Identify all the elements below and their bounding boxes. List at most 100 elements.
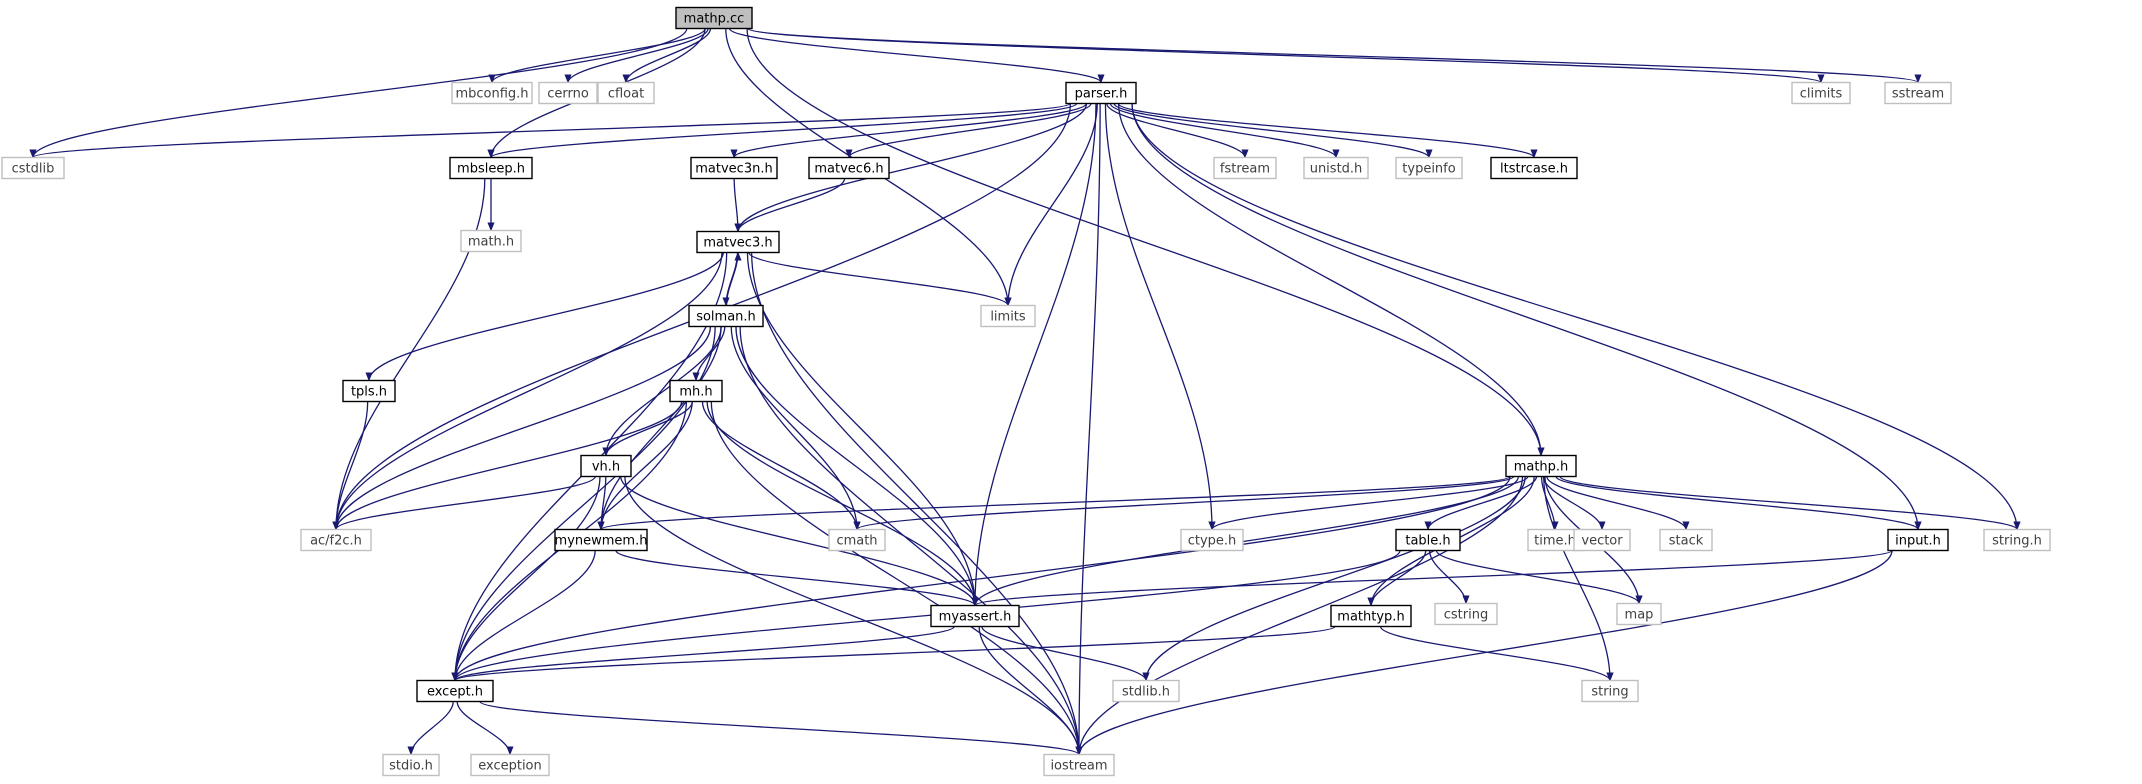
- edge-parser-h-to-mbsleep-h: [487, 102, 1078, 159]
- edge-vh-h-to-myassert-h: [620, 476, 979, 607]
- edge-myassert-h-to-iostream: [978, 626, 1083, 756]
- node-label: cerrno: [547, 87, 589, 102]
- node-tpls-h[interactable]: tpls.h: [342, 379, 396, 403]
- edge-mathp-h-to-cmath: [853, 475, 1515, 531]
- node-label: ac/f2c.h: [310, 534, 362, 549]
- node-matvec3-h[interactable]: matvec3.h: [696, 230, 780, 254]
- node-box: [300, 528, 372, 552]
- node-box: [460, 229, 522, 253]
- node-vh-h[interactable]: vh.h: [580, 454, 632, 478]
- node-box: [688, 304, 764, 328]
- node-vector: vector: [1573, 528, 1631, 552]
- node-box: [554, 528, 648, 552]
- node-ac-f2c-h: ac/f2c.h: [300, 528, 372, 552]
- edges-layer: [29, 27, 2021, 756]
- node-label: time.h: [1534, 534, 1576, 549]
- node-label: input.h: [1895, 534, 1941, 549]
- node-except-h[interactable]: except.h: [416, 679, 494, 703]
- node-matvec3n-h[interactable]: matvec3n.h: [690, 156, 778, 180]
- edge-mynewmem-h-to-myassert-h: [615, 549, 979, 607]
- edge-parser-h-to-string-h: [1131, 103, 2021, 531]
- node-box: [382, 753, 440, 777]
- node-time-h: time.h: [1527, 528, 1583, 552]
- edge-mathp-h-to-stdlib-h: [1142, 476, 1526, 682]
- edge-matvec3-h-to-iostream: [750, 252, 1083, 756]
- node-label: cfloat: [608, 87, 644, 102]
- edge-solman-h-to-myassert-h: [735, 326, 979, 607]
- node-mh-h[interactable]: mh.h: [669, 379, 723, 403]
- edge-mh-h-to-ac-f2c-h: [332, 401, 683, 531]
- node-box: [342, 379, 396, 403]
- node-math-h: math.h: [460, 229, 522, 253]
- node-label: limits: [990, 310, 1026, 325]
- node-label: exception: [478, 759, 542, 774]
- node-typeinfo: typeinfo: [1395, 156, 1463, 180]
- node-box: [580, 454, 632, 478]
- node-solman-h[interactable]: solman.h: [688, 304, 764, 328]
- node-label: fstream: [1220, 162, 1270, 177]
- node-box: [1213, 156, 1277, 180]
- edge-except-h-to-exception: [456, 701, 514, 756]
- node-label: string.h: [1992, 534, 2042, 549]
- node-ctype-h: ctype.h: [1180, 528, 1244, 552]
- node-parser-h[interactable]: parser.h: [1065, 81, 1137, 105]
- node-mbconfig-h: mbconfig.h: [451, 81, 533, 105]
- node-box: [1791, 81, 1851, 105]
- node-myassert-h[interactable]: myassert.h: [930, 604, 1020, 628]
- node-box: [1616, 602, 1662, 626]
- node-ltstrcase-h[interactable]: ltstrcase.h: [1490, 156, 1578, 180]
- node-mbsleep-h[interactable]: mbsleep.h: [449, 156, 533, 180]
- edge-vh-h-to-ac-f2c-h: [332, 476, 596, 531]
- node-mathp-h[interactable]: mathp.h: [1505, 454, 1577, 478]
- node-box: [1573, 528, 1631, 552]
- node-label: stdio.h: [389, 759, 433, 774]
- node-box: [1505, 454, 1577, 478]
- edge-parser-h-to-matvec3-h: [734, 103, 1088, 233]
- edge-matvec3-h-to-tpls-h: [365, 252, 724, 382]
- node-box: [1330, 604, 1412, 628]
- node-label: mathtyp.h: [1337, 610, 1404, 625]
- node-label: climits: [1800, 87, 1843, 102]
- edge-matvec3-h-to-ac-f2c-h: [332, 252, 723, 531]
- node-label: mbsleep.h: [457, 162, 525, 177]
- node-label: stack: [1669, 534, 1704, 549]
- node-cstring: cstring: [1434, 602, 1498, 626]
- edge-solman-h-to-iostream: [739, 326, 1083, 756]
- node-mathp-cc[interactable]: mathp.cc: [675, 6, 753, 30]
- node-matvec6-h[interactable]: matvec6.h: [808, 156, 890, 180]
- edge-parser-h-to-typeinfo: [1113, 102, 1433, 159]
- edge-parser-h-to-ctype-h: [1104, 103, 1216, 531]
- node-table-h[interactable]: table.h: [1395, 528, 1461, 552]
- node-label: table.h: [1405, 534, 1450, 549]
- node-label: tpls.h: [351, 385, 387, 400]
- edge-mathp-h-to-except-h: [451, 476, 1511, 682]
- node-mathtyp-h[interactable]: mathtyp.h: [1330, 604, 1412, 628]
- node-box: [669, 379, 723, 403]
- node-string-h: string.h: [1983, 528, 2051, 552]
- node-box: [1434, 602, 1498, 626]
- node-box: [1659, 528, 1713, 552]
- edge-mathp-cc-to-sstream: [747, 27, 1922, 84]
- edge-parser-h-to-limits: [1004, 103, 1098, 307]
- node-box: [1303, 156, 1369, 180]
- edge-tpls-h-to-ac-f2c-h: [332, 401, 369, 531]
- node-box: [449, 156, 533, 180]
- edge-table-h-to-except-h: [451, 550, 1401, 682]
- edge-mh-h-to-iostream: [710, 401, 1083, 756]
- node-label: typeinfo: [1402, 162, 1455, 177]
- edge-solman-h-to-except-h: [451, 326, 716, 682]
- node-box: [1490, 156, 1578, 180]
- node-cerrno: cerrno: [538, 81, 598, 105]
- node-label: mynewmem.h: [555, 534, 648, 549]
- node-label: iostream: [1050, 759, 1107, 774]
- edge-except-h-to-stdio-h: [407, 701, 454, 756]
- node-stdlib-h: stdlib.h: [1112, 679, 1180, 703]
- node-mynewmem-h[interactable]: mynewmem.h: [554, 528, 648, 552]
- node-stack: stack: [1659, 528, 1713, 552]
- edge-except-h-to-iostream: [479, 700, 1083, 756]
- node-input-h[interactable]: input.h: [1887, 528, 1949, 552]
- edge-mathp-cc-to-parser-h: [728, 27, 1105, 84]
- node-box: [1395, 528, 1461, 552]
- node-box: [416, 679, 494, 703]
